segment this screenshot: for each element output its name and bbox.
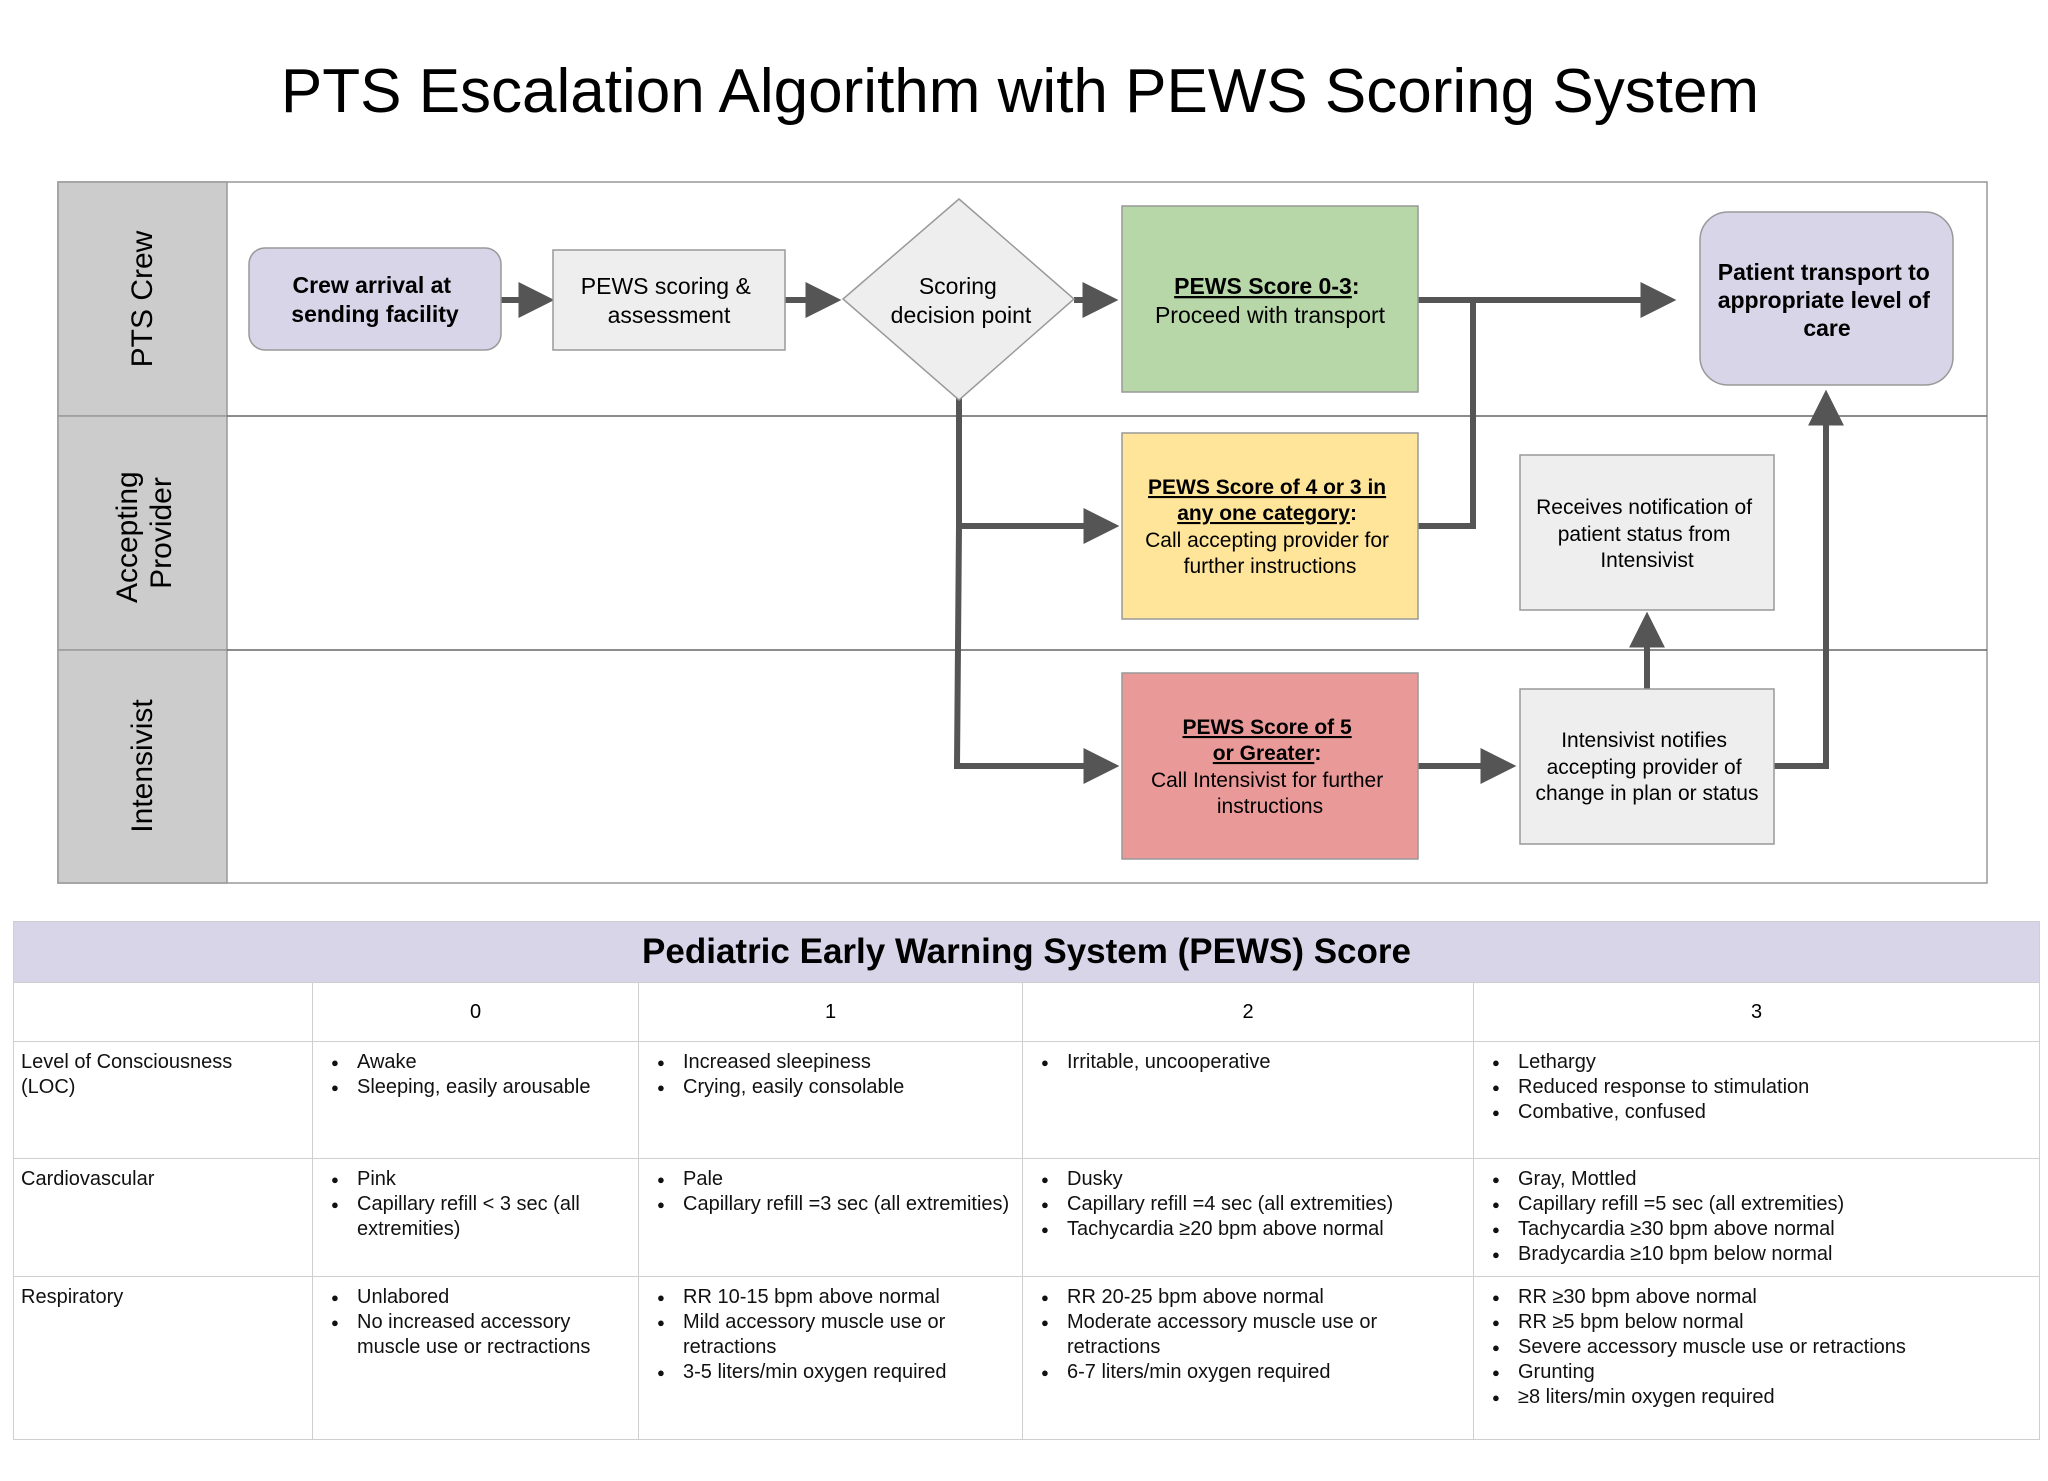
node-score-4-label: PEWS Score of 4 or 3 in any one category… (1145, 476, 1395, 578)
criteria-item: Moderate accessory muscle use or retract… (1033, 1310, 1467, 1360)
criteria-item: Tachycardia ≥20 bpm above normal (1033, 1217, 1467, 1242)
criteria-item: Dusky (1033, 1167, 1467, 1192)
node-intensivist-notifies (1519, 688, 1775, 845)
node-patient-transport-label: Patient transport to appropriate level o… (1718, 259, 1937, 341)
criteria-item: Combative, confused (1484, 1100, 2033, 1125)
table-row-loc: Level of Consciousness (LOC) Awake Sleep… (13, 1041, 2041, 1159)
criteria-item: Unlabored (323, 1285, 632, 1310)
node-score-0-3 (1121, 205, 1419, 393)
row-category-line: Respiratory (21, 1286, 124, 1308)
arrow-notifies-to-transport (1772, 389, 1844, 769)
criteria-cell: Pink Capillary refill < 3 sec (all extre… (312, 1158, 639, 1277)
node-intensivist-notifies-label: Intensivist notifies accepting provider … (1536, 729, 1759, 805)
criteria-item: Crying, easily consolable (649, 1075, 1016, 1100)
line-yellow-to-transport (1418, 300, 1476, 529)
row-category: Cardiovascular (13, 1158, 313, 1277)
criteria-cell: Awake Sleeping, easily arousable (312, 1041, 639, 1159)
criteria-cell: RR 20-25 bpm above normal Moderate acces… (1022, 1276, 1474, 1440)
criteria-item: Reduced response to stimulation (1484, 1075, 2033, 1100)
node-receives-notification-label: Receives notification of patient status … (1536, 496, 1758, 572)
criteria-item: Capillary refill =5 sec (all extremities… (1484, 1192, 2033, 1217)
node-receives-notification (1519, 454, 1775, 611)
node-crew-arrival-label: Crew arrival at sending facility (291, 272, 459, 327)
row-category: Level of Consciousness (LOC) (13, 1041, 313, 1159)
criteria-cell: Dusky Capillary refill =4 sec (all extre… (1022, 1158, 1474, 1277)
row-category-line: (LOC) (21, 1076, 76, 1098)
criteria-cell: Gray, Mottled Capillary refill =5 sec (a… (1472, 1158, 2041, 1277)
criteria-cell: Unlabored No increased accessory muscle … (312, 1276, 639, 1440)
criteria-item: Severe accessory muscle use or retractio… (1484, 1335, 2033, 1360)
node-pews-scoring (552, 249, 786, 351)
criteria-cell: RR ≥30 bpm above normal RR ≥5 bpm below … (1472, 1276, 2041, 1440)
criteria-item: Sleeping, easily arousable (323, 1075, 632, 1100)
criteria-item: Bradycardia ≥10 bpm below normal (1484, 1242, 2033, 1267)
row-category-line: Level of Consciousness (21, 1051, 233, 1073)
criteria-item: Gray, Mottled (1484, 1167, 2033, 1192)
criteria-cell: Pale Capillary refill =3 sec (all extrem… (638, 1158, 1023, 1277)
node-patient-transport (1699, 211, 1954, 386)
criteria-cell: Lethargy Reduced response to stimulation… (1472, 1041, 2041, 1159)
table-row-cardiovascular: Cardiovascular Pink Capillary refill < 3… (13, 1158, 2041, 1277)
criteria-item: RR ≥5 bpm below normal (1484, 1310, 2033, 1335)
page-title: PTS Escalation Algorithm with PEWS Scori… (281, 57, 1759, 126)
criteria-cell: RR 10-15 bpm above normal Mild accessory… (638, 1276, 1023, 1440)
criteria-item: Pink (323, 1167, 632, 1192)
node-score-0-3-label: PEWS Score 0-3: Proceed with transport (1155, 273, 1386, 328)
node-score-5 (1121, 672, 1419, 860)
row-category-line: Cardiovascular (21, 1168, 155, 1190)
column-header (13, 982, 313, 1042)
lane-label-accepting-provider: Accepting Provider (111, 463, 178, 603)
table-row-respiratory: Respiratory Unlabored No increased acces… (13, 1276, 2041, 1440)
criteria-item: Capillary refill =4 sec (all extremities… (1033, 1192, 1467, 1217)
column-header-score-1: 1 (638, 982, 1023, 1042)
lane-label-pts-crew: PTS Crew (126, 230, 159, 367)
criteria-item: Awake (323, 1050, 632, 1075)
column-header-score-0: 0 (312, 982, 639, 1042)
criteria-item: RR 20-25 bpm above normal (1033, 1285, 1467, 1310)
pews-score-table: Pediatric Early Warning System (PEWS) Sc… (12, 921, 2041, 1440)
criteria-item: RR ≥30 bpm above normal (1484, 1285, 2033, 1310)
node-score-5-label: PEWS Score of 5 or Greater: Call Intensi… (1151, 716, 1389, 818)
node-score-4 (1121, 432, 1419, 620)
pews-table-title: Pediatric Early Warning System (PEWS) Sc… (12, 921, 2041, 983)
lane-header-intensivist (57, 649, 228, 884)
criteria-item: Irritable, uncooperative (1033, 1050, 1467, 1075)
criteria-item: Capillary refill =3 sec (all extremities… (649, 1192, 1016, 1217)
node-pews-scoring-label: PEWS scoring & assessment (581, 273, 757, 328)
criteria-item: 6-7 liters/min oxygen required (1033, 1360, 1467, 1385)
criteria-item: Capillary refill < 3 sec (all extremitie… (323, 1192, 632, 1242)
node-crew-arrival (248, 247, 502, 351)
column-header-score-3: 3 (1472, 982, 2041, 1042)
criteria-item: Lethargy (1484, 1050, 2033, 1075)
criteria-item: Tachycardia ≥30 bpm above normal (1484, 1217, 2033, 1242)
node-decision-point (841, 198, 1076, 401)
criteria-item: Increased sleepiness (649, 1050, 1016, 1075)
criteria-item: RR 10-15 bpm above normal (649, 1285, 1016, 1310)
criteria-item: Grunting (1484, 1360, 2033, 1385)
criteria-cell: Increased sleepiness Crying, easily cons… (638, 1041, 1023, 1159)
criteria-item: 3-5 liters/min oxygen required (649, 1360, 1016, 1385)
escalation-flowchart: PTS Escalation Algorithm with PEWS Scori… (57, 57, 1988, 884)
connectors (501, 282, 1844, 784)
criteria-item: Pale (649, 1167, 1016, 1192)
lane-header-accepting-provider (57, 415, 228, 651)
arrow-decision-to-red (953, 525, 1120, 784)
row-category: Respiratory (13, 1276, 313, 1440)
criteria-cell: Irritable, uncooperative (1022, 1041, 1474, 1159)
criteria-item: No increased accessory muscle use or rec… (323, 1310, 632, 1360)
criteria-item: ≥8 liters/min oxygen required (1484, 1385, 2033, 1410)
criteria-item: Mild accessory muscle use or retractions (649, 1310, 1016, 1360)
node-decision-point-label: Scoring decision point (891, 273, 1032, 328)
column-header-score-2: 2 (1022, 982, 1474, 1042)
lane-label-intensivist: Intensivist (126, 699, 159, 833)
lane-header-pts-crew (57, 181, 228, 417)
